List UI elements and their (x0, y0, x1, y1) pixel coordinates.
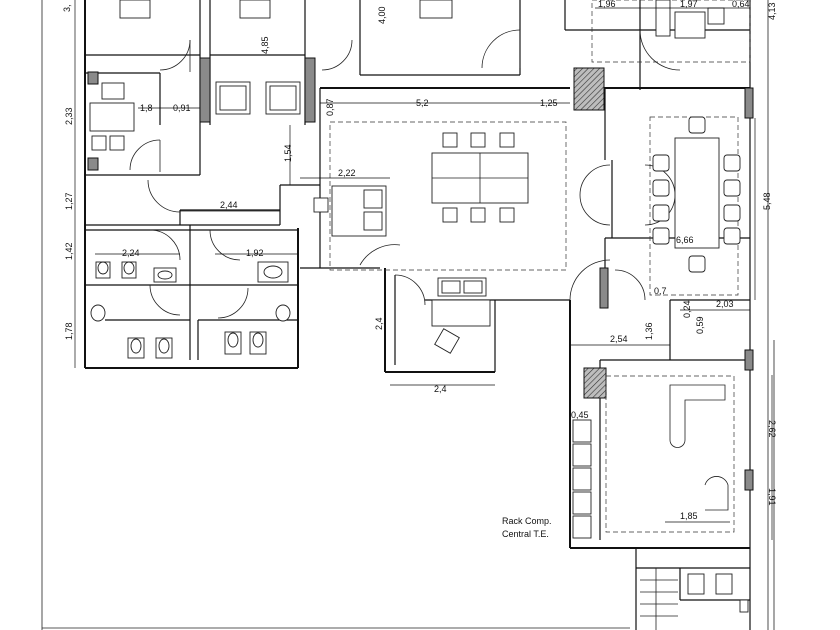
dim-label: 1,97 (680, 0, 698, 9)
room-note-rack: Rack Comp. Central T.E. (502, 516, 552, 539)
dim-label: 0,64 (732, 0, 750, 9)
dim-label: 1,36 (644, 322, 654, 340)
chair (470, 207, 486, 223)
dim-label: 1,78 (64, 322, 74, 340)
dim-label: 1,25 (540, 98, 558, 108)
column (744, 349, 754, 371)
conference-table (674, 137, 720, 249)
dim-label: 1,27 (64, 192, 74, 210)
desk (419, 0, 453, 19)
chair (434, 328, 460, 354)
dim-label: 1,42 (64, 242, 74, 260)
walls (84, 0, 751, 630)
column (744, 87, 754, 119)
dimension-lines (74, 0, 773, 540)
boundary-lines (41, 0, 775, 630)
dim-label: 0,24 (682, 300, 692, 318)
desk (431, 299, 491, 327)
column (199, 57, 211, 123)
column (87, 71, 99, 85)
dim-label: 2,24 (122, 248, 140, 258)
dim-label: 5,48 (762, 192, 772, 210)
dim-label: 2,4 (374, 317, 384, 330)
chair (442, 132, 458, 148)
dim-label: 2,4 (434, 384, 447, 394)
dim-label: 0,7 (654, 286, 667, 296)
chair (499, 132, 515, 148)
rack-cabinets (572, 419, 592, 539)
desk (239, 0, 271, 19)
dim-label: 4,13 (767, 2, 777, 20)
dim-label: 1,8 (140, 103, 153, 113)
column (599, 267, 609, 309)
chair (109, 135, 125, 151)
dim-label: 5,2 (416, 98, 429, 108)
dashed-zones (329, 0, 751, 533)
chair (470, 132, 486, 148)
chair (499, 207, 515, 223)
dim-label: 4,00 (377, 6, 387, 24)
dim-label: 1,92 (246, 248, 264, 258)
dim-label: 6,66 (676, 235, 694, 245)
dim-label: 1,96 (598, 0, 616, 9)
desk (89, 102, 135, 132)
dim-label: 0,45 (571, 410, 589, 420)
dim-label: 0,59 (695, 316, 705, 334)
column (304, 57, 316, 123)
dim-label: 2,62 (767, 420, 777, 438)
chair (313, 197, 329, 213)
chair (101, 82, 125, 100)
dim-label: 0,87 (325, 98, 335, 116)
dim-label: 2,33 (64, 107, 74, 125)
dim-label: 2,44 (220, 200, 238, 210)
chair (91, 135, 107, 151)
chair (707, 7, 725, 25)
dimension-labels: 1,96 1,97 0,64 4,13 3, 4,00 4,85 2,33 1,… (62, 0, 777, 521)
structural-columns (87, 57, 754, 491)
dim-label: 2,03 (716, 299, 734, 309)
doors (129, 29, 681, 319)
column (573, 67, 605, 111)
dim-label: 4,85 (260, 36, 270, 54)
bathroom-fixtures (90, 261, 291, 359)
column (744, 469, 754, 491)
dim-label: 2,54 (610, 334, 628, 344)
dim-label: 2,22 (338, 168, 356, 178)
rack-label: Rack Comp. (502, 516, 552, 526)
dim-label: 1,91 (767, 488, 777, 506)
desk (674, 11, 706, 39)
dim-label: 3, (62, 4, 72, 12)
column (87, 157, 99, 171)
stairs (640, 568, 749, 630)
chair (442, 207, 458, 223)
furniture (89, 0, 749, 630)
rack-label: Central T.E. (502, 529, 549, 539)
column (583, 367, 607, 399)
dim-label: 0,91 (173, 103, 191, 113)
desk (119, 0, 151, 19)
conference-chairs (652, 116, 741, 273)
dim-label: 1,85 (680, 511, 698, 521)
dim-label: 1,54 (283, 144, 293, 162)
counter (669, 384, 726, 448)
